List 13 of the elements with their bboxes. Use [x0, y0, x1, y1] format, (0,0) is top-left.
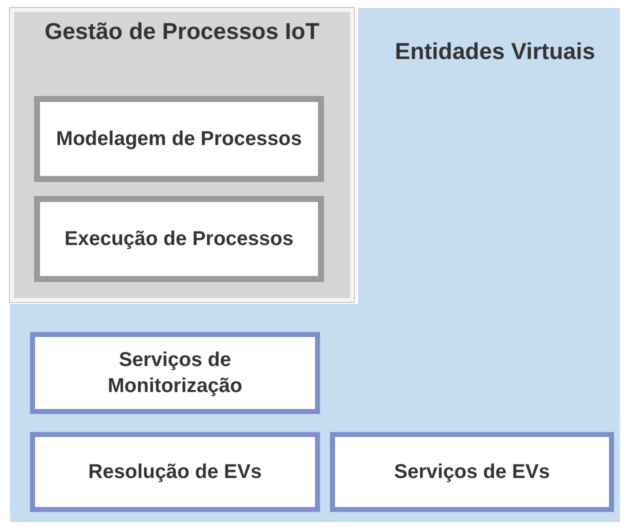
box-label: Execução de Processos	[63, 227, 294, 252]
region-title: Entidades Virtuais	[394, 38, 596, 66]
service-box	[330, 432, 614, 512]
box-label: Modelagem de Processos	[55, 127, 303, 152]
process-box	[34, 96, 324, 182]
service-box	[30, 432, 320, 512]
box-label: Serviços de EVs	[393, 460, 551, 485]
process-group-panel	[10, 8, 354, 302]
service-box	[30, 332, 320, 414]
process-box	[34, 196, 324, 282]
group-title: Gestão de Processos IoT	[44, 18, 320, 46]
box-label: Serviços de Monitorização	[106, 348, 244, 399]
box-label: Resolução de EVs	[87, 460, 263, 485]
